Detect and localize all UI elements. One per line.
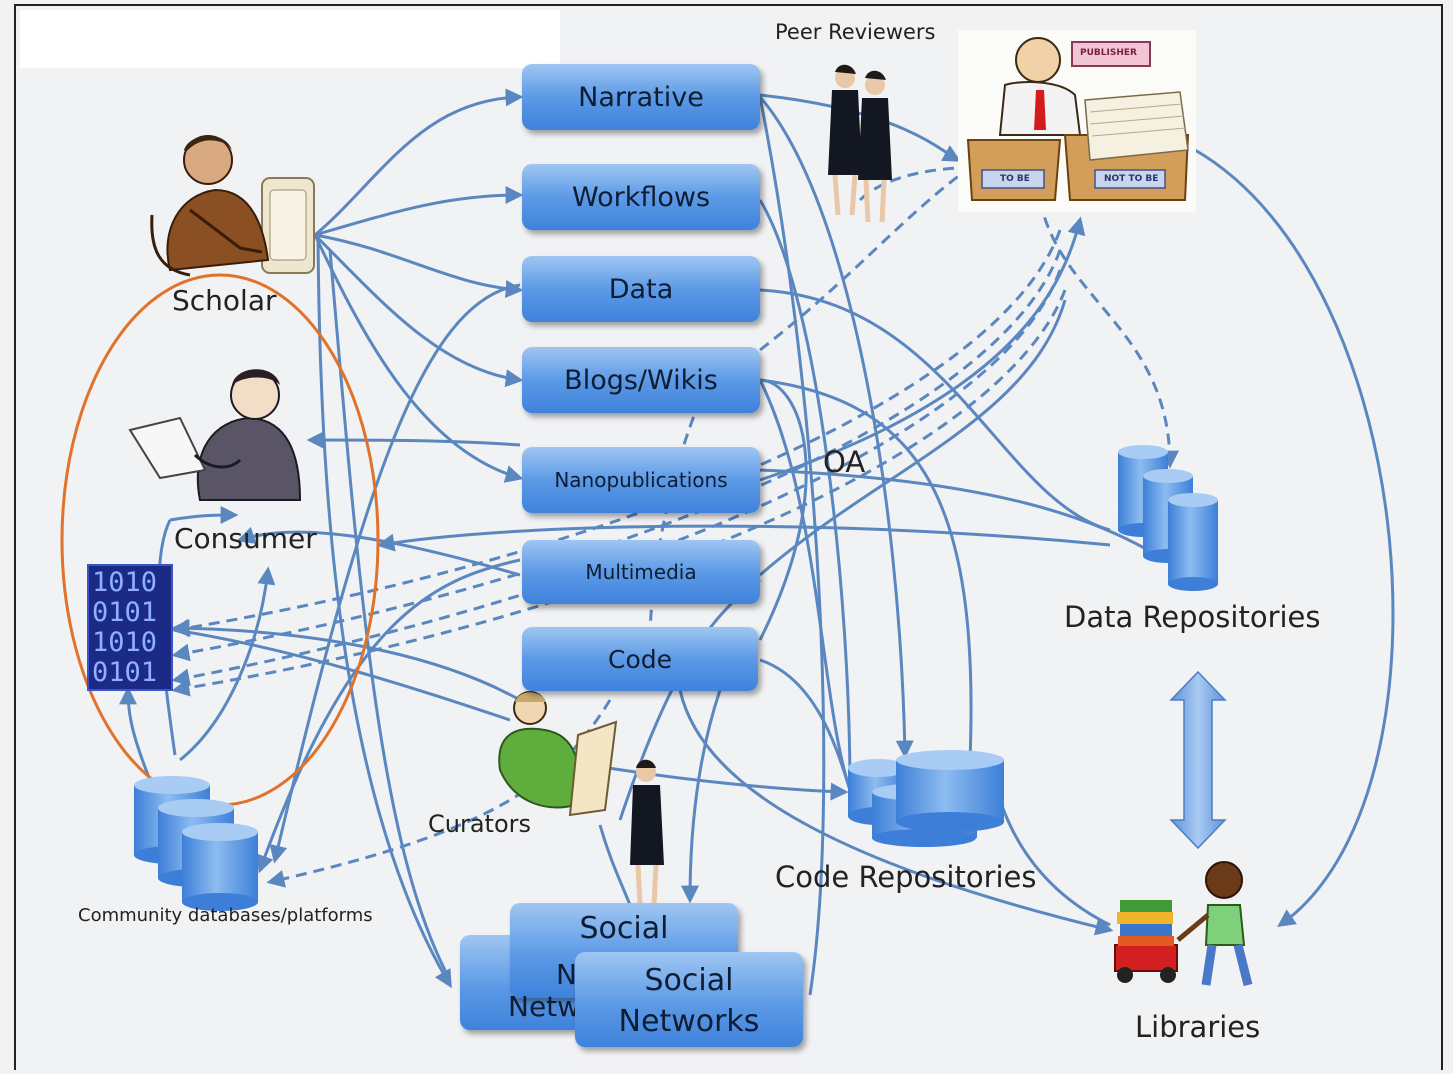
libraries-icon: [1114, 861, 1253, 987]
consumer-icon: [128, 369, 302, 501]
data-repositories-icon: [1118, 445, 1218, 591]
social-networks-front-line2: Networks: [618, 1004, 760, 1039]
reviewer-woman-icon: [630, 759, 664, 906]
code-repositories-icon: [848, 750, 1004, 847]
publisher-icon: [958, 30, 1196, 212]
blogs-wikis-box[interactable]: Blogs/Wikis: [522, 347, 760, 413]
tray-to-be-text: TO BE: [1000, 174, 1030, 184]
code-repositories-label: Code Repositories: [775, 860, 1037, 894]
peer-reviewers-icon: [828, 64, 892, 223]
binary-data-icon: [87, 564, 173, 691]
code-box[interactable]: Code: [522, 627, 758, 691]
nanopublications-box[interactable]: Nanopublications: [522, 447, 760, 513]
data-repositories-label: Data Repositories: [1064, 600, 1321, 634]
multimedia-box[interactable]: Multimedia: [522, 540, 760, 604]
workflows-box[interactable]: Workflows: [522, 164, 760, 230]
social-networks-fragment-n: N: [556, 958, 577, 991]
social-networks-back-label: Social: [579, 911, 669, 946]
tray-not-to-be-text: NOT TO BE: [1104, 174, 1159, 184]
social-networks-fragment-netw: Netw: [508, 990, 581, 1023]
scholar-label: Scholar: [172, 284, 277, 317]
repository-library-exchange-arrow: [1169, 670, 1227, 850]
narrative-box[interactable]: Narrative: [522, 64, 760, 130]
curators-label: Curators: [428, 810, 532, 838]
peer-reviewers-label: Peer Reviewers: [775, 20, 936, 44]
community-databases-icon: [134, 776, 258, 911]
data-box[interactable]: Data: [522, 256, 760, 322]
open-access-label: OA: [823, 445, 866, 479]
social-networks-front-line1: Social: [644, 963, 734, 998]
scholar-icon: [150, 135, 315, 277]
community-databases-label: Community databases/platforms: [78, 905, 373, 926]
binary-digits-text: 1010 0101 1010 0101: [92, 568, 158, 688]
blank-area: [20, 10, 560, 68]
curator-icon: [498, 691, 618, 817]
publisher-sign-text: PUBLISHER: [1080, 48, 1137, 58]
solid-arrows: [119, 88, 1395, 996]
social-networks-box-front[interactable]: Social Networks: [575, 952, 803, 1047]
frame-border: [14, 4, 1443, 1070]
libraries-label: Libraries: [1135, 1010, 1261, 1044]
consumer-label: Consumer: [174, 522, 317, 555]
